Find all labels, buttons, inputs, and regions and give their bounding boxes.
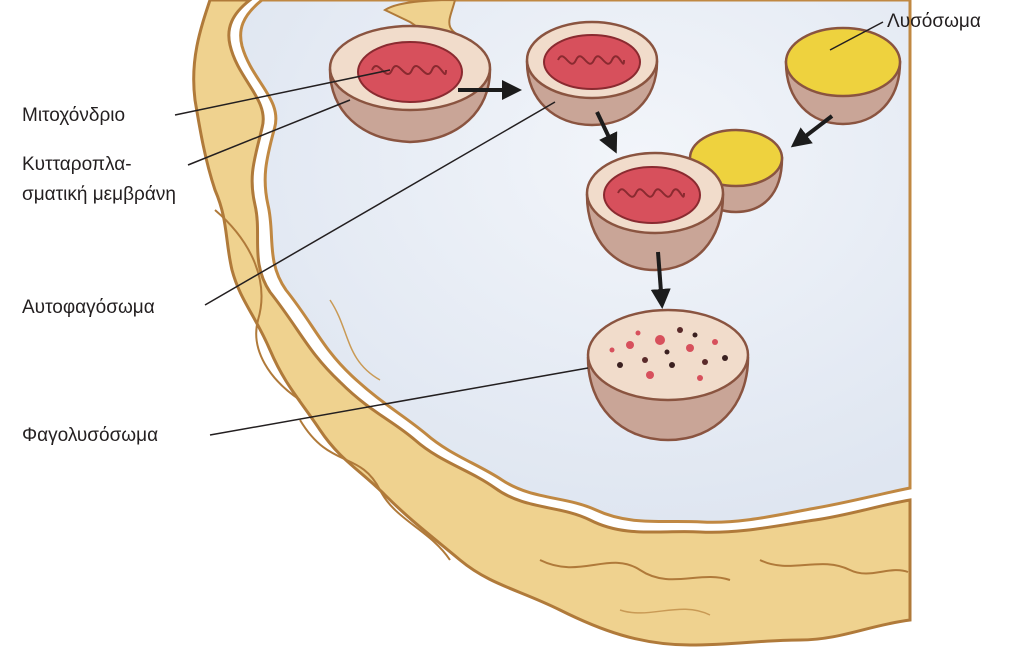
label-autophagosome: Αυτοφαγόσωμα xyxy=(22,297,155,318)
membrane-fold xyxy=(619,608,711,616)
phagolysosome xyxy=(586,308,750,442)
lysosome-icon xyxy=(784,26,902,126)
membrane-fold xyxy=(759,559,909,575)
label-lysosome: Λυσόσωμα xyxy=(887,11,981,32)
arrow-icon xyxy=(458,80,834,309)
membrane-band xyxy=(192,0,912,647)
label-mitochondrion: Μιτοχόνδριο xyxy=(22,105,125,126)
digested-material xyxy=(609,327,728,381)
mitochondrion-icon xyxy=(543,34,641,90)
label-membrane-line1: Κυτταροπλα- xyxy=(22,154,132,175)
lysosome-fill xyxy=(784,26,902,98)
leader-lines xyxy=(174,21,884,436)
vesicle-rim xyxy=(586,308,750,402)
mitochondrion-icon xyxy=(357,41,463,103)
membrane-fold xyxy=(214,209,301,401)
membrane-fold xyxy=(539,559,731,581)
label-membrane-line2: σματική μεμβράνη xyxy=(22,184,176,205)
budding-vesicle xyxy=(328,0,492,144)
mitochondrion-icon xyxy=(603,166,701,224)
autophagosome-top xyxy=(525,20,659,127)
label-phagolysosome: Φαγολυσόσωμα xyxy=(22,425,158,446)
membrane-fold xyxy=(299,419,451,561)
fusing-autophagolysosome xyxy=(585,128,784,272)
membrane-fold xyxy=(329,299,381,381)
